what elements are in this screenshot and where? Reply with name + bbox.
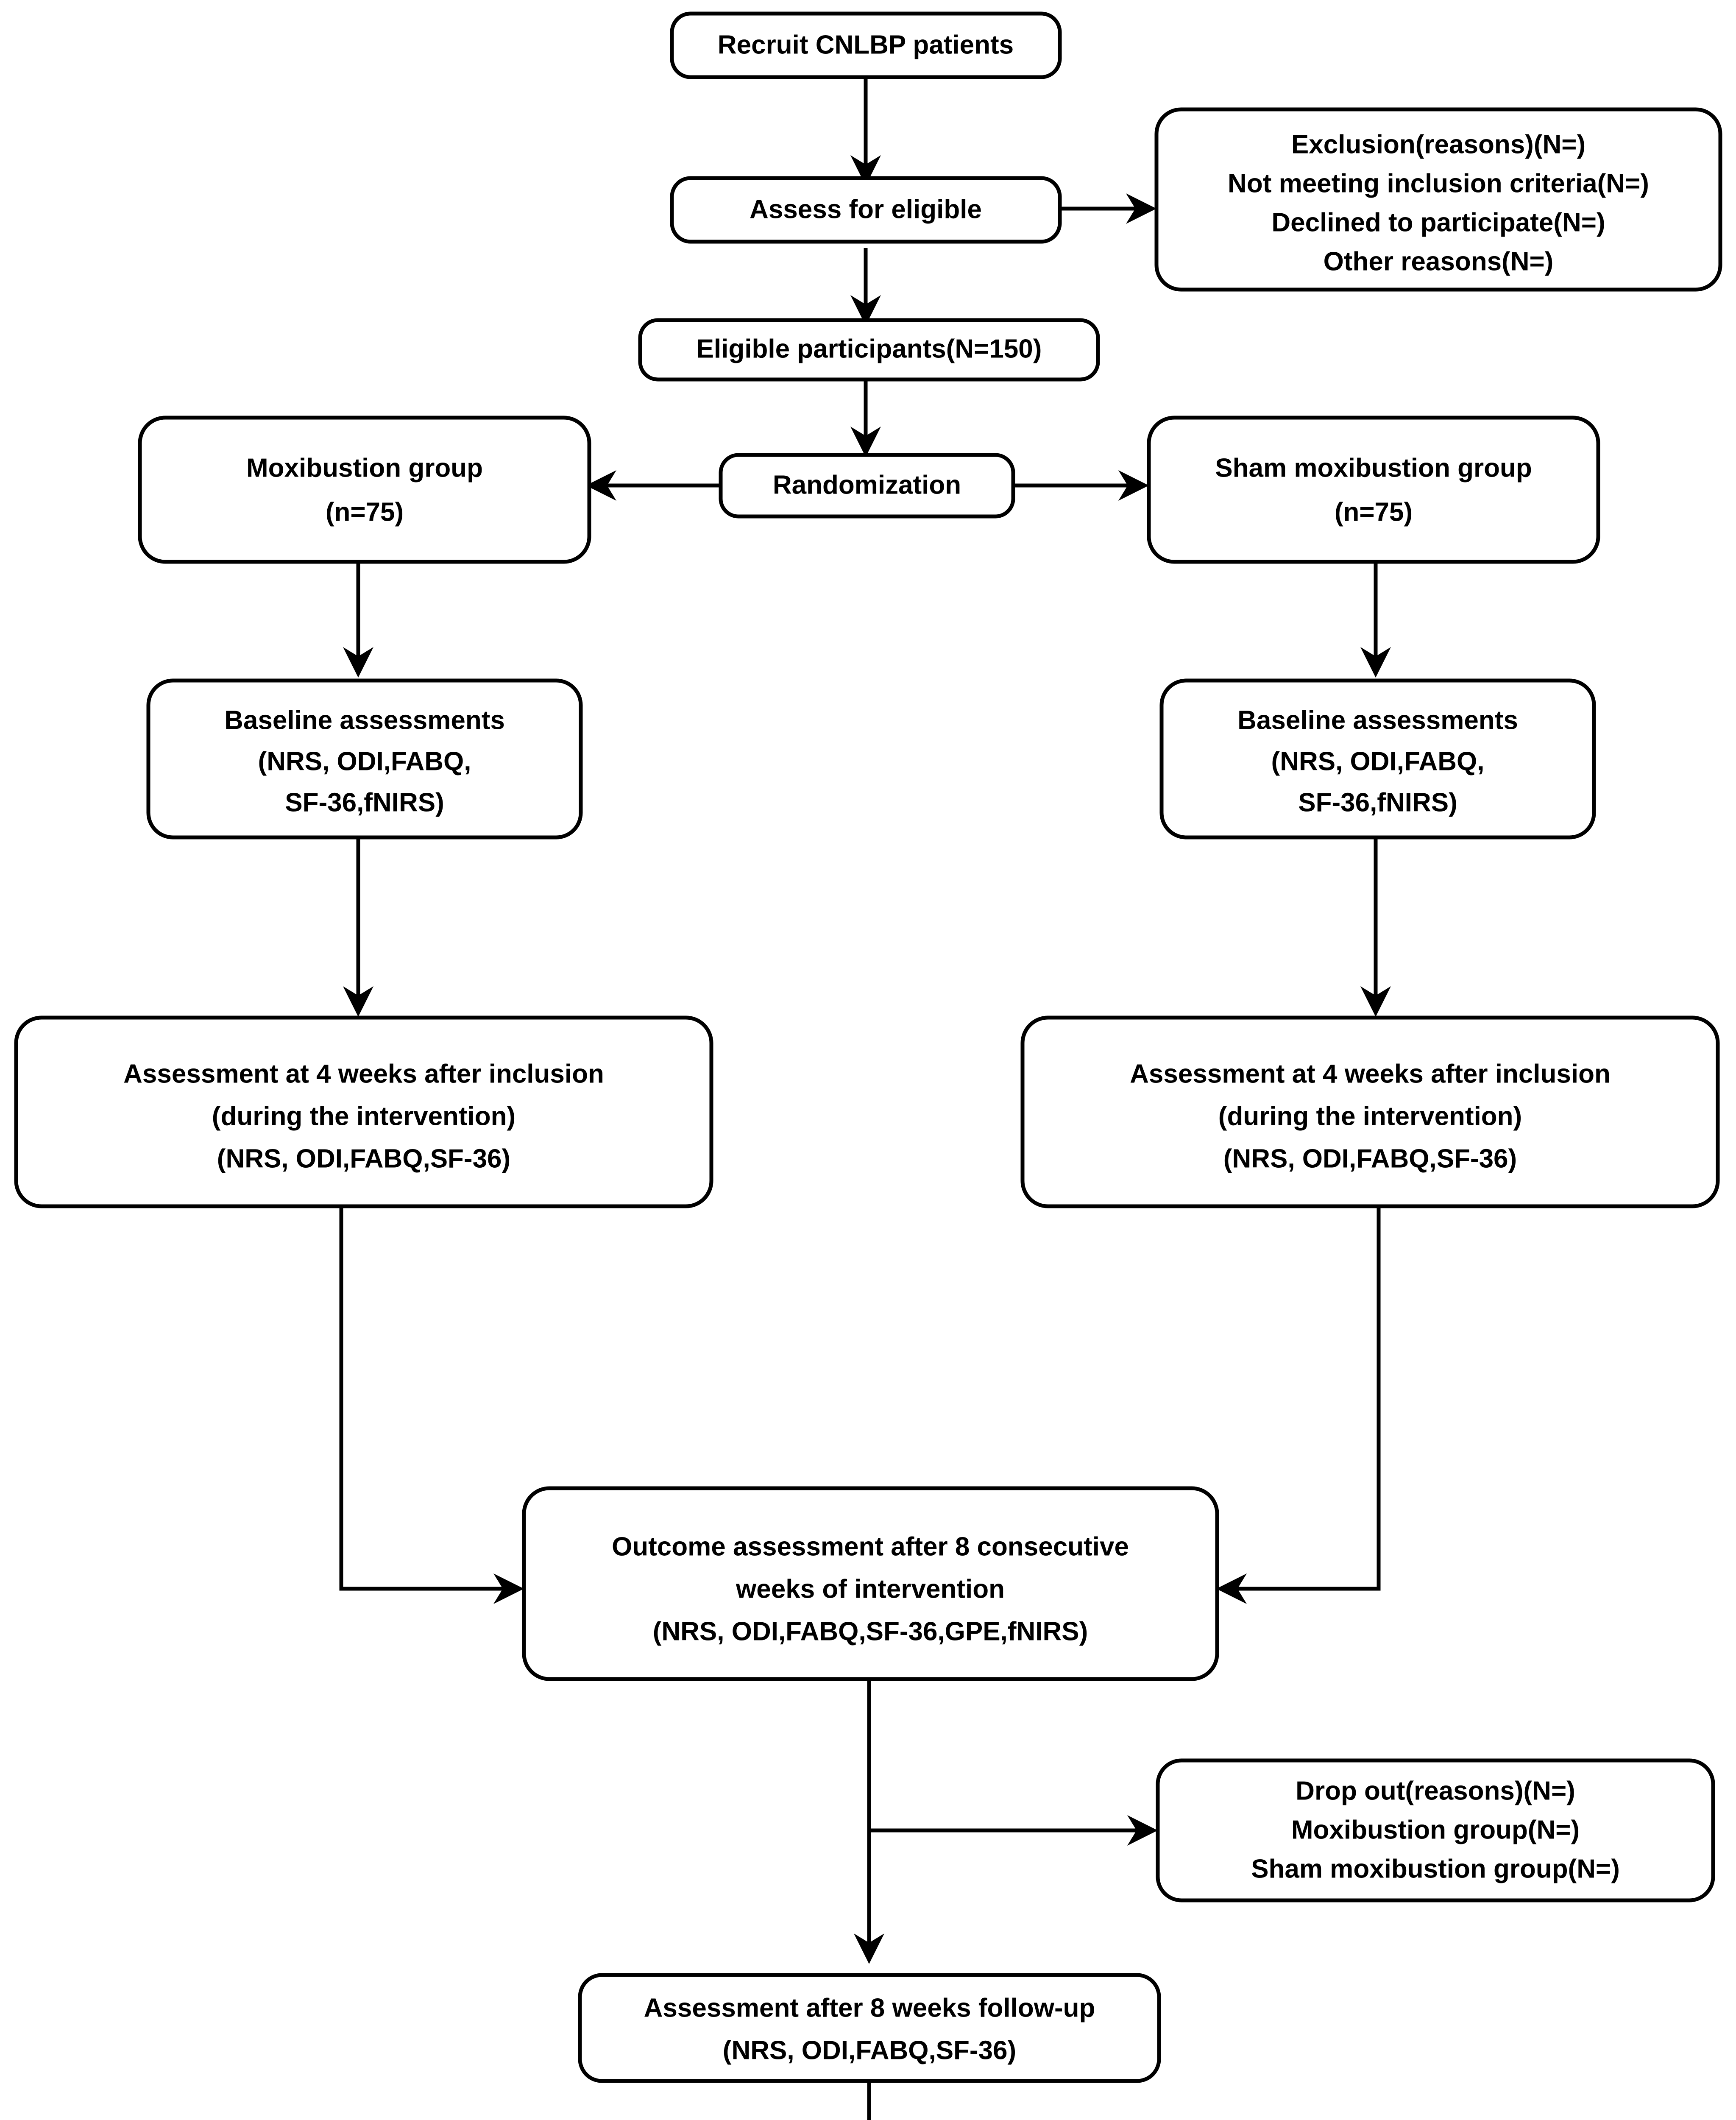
node-outcome-line-0: Outcome assessment after 8 consecutive xyxy=(612,1532,1129,1561)
node-baseline-right-line-0: Baseline assessments xyxy=(1237,706,1518,735)
node-dropout-shape[interactable] xyxy=(1156,1758,1715,1902)
node-randomization[interactable]: Randomization xyxy=(719,453,1015,519)
connector-week4-left-to-outcome xyxy=(339,1208,524,1604)
node-recruit[interactable]: Recruit CNLBP patients xyxy=(670,11,1062,79)
node-week4-assessment-right-shape[interactable] xyxy=(1020,1015,1720,1208)
node-moxibustion-group-shape[interactable] xyxy=(138,416,591,564)
node-baseline-assessments-left-shape[interactable] xyxy=(146,678,583,840)
node-dropout-line-0: Drop out(reasons)(N=) xyxy=(1296,1776,1575,1805)
connector-assess-to-eligible xyxy=(850,248,881,326)
node-exclusion-line-0: Exclusion(reasons)(N=) xyxy=(1291,130,1586,159)
node-assess-shape[interactable] xyxy=(670,176,1062,244)
connector-randomization-to-sham xyxy=(1011,470,1149,501)
node-randomization-shape[interactable] xyxy=(719,453,1015,519)
node-eligible-participants-line-0: Eligible participants(N=150) xyxy=(697,334,1042,363)
node-week4-right-line-1: (during the intervention) xyxy=(1218,1102,1522,1131)
node-eligible-participants[interactable]: Eligible participants(N=150) xyxy=(638,318,1100,382)
node-week4-left-line-2: (NRS, ODI,FABQ,SF-36) xyxy=(217,1144,510,1173)
connector-outcome-to-dropout xyxy=(869,1815,1158,1846)
node-outcome-assessment-shape[interactable] xyxy=(522,1486,1219,1681)
node-followup-line-0: Assessment after 8 weeks follow-up xyxy=(644,1993,1095,2022)
node-week4-assessment-left[interactable]: Assessment at 4 weeks after inclusion (d… xyxy=(14,1015,713,1208)
node-baseline-left-line-0: Baseline assessments xyxy=(224,706,505,735)
node-dropout[interactable]: Drop out(reasons)(N=) Moxibustion group(… xyxy=(1156,1758,1715,1902)
node-week4-right-line-2: (NRS, ODI,FABQ,SF-36) xyxy=(1223,1144,1517,1173)
node-dropout-line-1: Moxibustion group(N=) xyxy=(1291,1815,1580,1844)
node-recruit-line-0: Recruit CNLBP patients xyxy=(718,30,1014,59)
node-baseline-right-line-2: SF-36,fNIRS) xyxy=(1298,788,1457,817)
node-week4-assessment-right[interactable]: Assessment at 4 weeks after inclusion (d… xyxy=(1020,1015,1720,1208)
node-dropout-line-2: Sham moxibustion group(N=) xyxy=(1251,1854,1620,1883)
node-assess[interactable]: Assess for eligible xyxy=(670,176,1062,244)
node-outcome-line-1: weeks of intervention xyxy=(736,1574,1005,1604)
connector-baseline-right-to-week4-right xyxy=(1360,836,1391,1017)
node-exclusion-line-1: Not meeting inclusion criteria(N=) xyxy=(1228,169,1649,198)
node-baseline-assessments-right[interactable]: Baseline assessments (NRS, ODI,FABQ, SF-… xyxy=(1159,678,1596,840)
node-outcome-line-2: (NRS, ODI,FABQ,SF-36,GPE,fNIRS) xyxy=(653,1617,1088,1646)
connector-sham-to-baseline-right xyxy=(1360,560,1391,678)
node-followup-assessment-shape[interactable] xyxy=(578,1973,1161,2083)
node-exclusion-shape[interactable] xyxy=(1154,107,1722,292)
connector-baseline-left-to-week4-left xyxy=(343,836,373,1017)
node-recruit-shape[interactable] xyxy=(670,11,1062,79)
node-exclusion-line-3: Other reasons(N=) xyxy=(1324,247,1554,276)
node-week4-assessment-left-shape[interactable] xyxy=(14,1015,713,1208)
connector-assess-to-exclusion xyxy=(1059,193,1156,224)
node-sham-moxibustion-group-line-1: (n=75) xyxy=(1335,497,1413,527)
node-sham-moxibustion-group-shape[interactable] xyxy=(1147,416,1600,564)
node-followup-line-1: (NRS, ODI,FABQ,SF-36) xyxy=(723,2036,1016,2065)
node-sham-moxibustion-group[interactable]: Sham moxibustion group (n=75) xyxy=(1147,416,1600,564)
node-moxibustion-group-line-1: (n=75) xyxy=(326,497,404,527)
node-eligible-participants-shape[interactable] xyxy=(638,318,1100,382)
connector-followup-to-statistic xyxy=(867,2080,871,2120)
node-sham-moxibustion-group-line-0: Sham moxibustion group xyxy=(1215,453,1532,483)
node-exclusion[interactable]: Exclusion(reasons)(N=) Not meeting inclu… xyxy=(1154,107,1722,292)
node-moxibustion-group-line-0: Moxibustion group xyxy=(246,453,483,483)
connector-outcome-to-followup xyxy=(854,1680,884,1964)
connector-week4-right-to-outcome xyxy=(1216,1208,1381,1604)
node-followup-assessment[interactable]: Assessment after 8 weeks follow-up (NRS,… xyxy=(578,1973,1161,2083)
node-assess-line-0: Assess for eligible xyxy=(750,195,982,224)
connector-eligible-to-randomization xyxy=(850,373,881,457)
connector-recruit-to-assess xyxy=(850,75,881,186)
connector-moxibustion-to-baseline-left xyxy=(343,560,373,678)
node-exclusion-line-2: Declined to participate(N=) xyxy=(1271,208,1605,237)
node-week4-left-line-0: Assessment at 4 weeks after inclusion xyxy=(123,1059,604,1088)
node-baseline-assessments-left[interactable]: Baseline assessments (NRS, ODI,FABQ, SF-… xyxy=(146,678,583,840)
node-randomization-line-0: Randomization xyxy=(773,470,961,499)
node-baseline-assessments-right-shape[interactable] xyxy=(1159,678,1596,840)
node-moxibustion-group[interactable]: Moxibustion group (n=75) xyxy=(138,416,591,564)
node-outcome-assessment[interactable]: Outcome assessment after 8 consecutive w… xyxy=(522,1486,1219,1681)
node-baseline-left-line-1: (NRS, ODI,FABQ, xyxy=(258,747,471,776)
node-baseline-right-line-1: (NRS, ODI,FABQ, xyxy=(1271,747,1485,776)
node-baseline-left-line-2: SF-36,fNIRS) xyxy=(285,788,444,817)
node-week4-right-line-0: Assessment at 4 weeks after inclusion xyxy=(1130,1059,1611,1088)
connector-randomization-to-moxibustion xyxy=(586,470,721,501)
node-week4-left-line-1: (during the intervention) xyxy=(212,1102,516,1131)
